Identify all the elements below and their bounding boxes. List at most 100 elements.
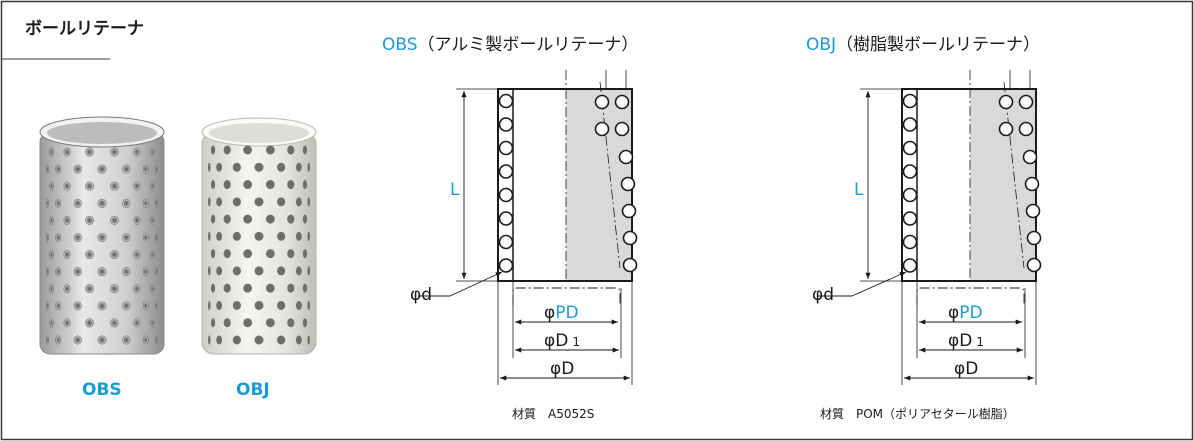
retainer-hole xyxy=(142,267,149,277)
retainer-hole xyxy=(46,198,49,208)
cross-section-ball xyxy=(902,140,918,156)
retainer-hole xyxy=(232,197,241,207)
retainer-hole xyxy=(302,249,308,259)
retainer-hole xyxy=(63,215,71,225)
retainer-hole xyxy=(216,266,223,276)
cross-section-ball xyxy=(594,121,610,137)
retainer-hole xyxy=(295,300,302,310)
photo-obj xyxy=(201,117,317,355)
retainer-hole xyxy=(97,335,107,345)
retainer-hole xyxy=(142,335,149,345)
retainer-hole xyxy=(122,301,131,311)
retainer-hole xyxy=(287,318,295,328)
retainer-hole xyxy=(265,283,275,293)
cross-section-ball xyxy=(1026,257,1042,273)
retainer-hole xyxy=(295,231,302,241)
retainer-hole xyxy=(295,197,302,207)
retainer-hole xyxy=(277,300,286,310)
retainer-hole xyxy=(223,318,231,328)
obj-ball-diameter-symbol: d xyxy=(823,285,834,305)
retainer-hole xyxy=(254,231,264,241)
obs-d1-sub: 1 xyxy=(572,335,580,349)
cross-section-ball xyxy=(1026,230,1042,246)
cross-section-ball xyxy=(902,187,918,203)
retainer-hole xyxy=(277,266,286,276)
retainer-hole xyxy=(63,181,71,191)
obs-d1-phi: φ xyxy=(544,331,555,351)
cross-section-ball xyxy=(902,93,918,109)
cross-section-ball xyxy=(1022,149,1038,165)
retainer-hole xyxy=(150,215,155,225)
retainer-hole xyxy=(85,181,94,191)
obj-heading-code: OBJ xyxy=(806,35,837,55)
retainer-hole xyxy=(243,214,253,224)
retainer-hole xyxy=(208,197,211,207)
retainer-hole xyxy=(85,318,94,328)
retainer-hole xyxy=(223,180,231,190)
retainer-hole xyxy=(243,180,253,190)
obj-length-label: L xyxy=(854,180,864,200)
retainer-hole xyxy=(63,318,71,328)
retainer-hole xyxy=(49,250,54,260)
obj-d1-phi: φ xyxy=(948,331,959,351)
retainer-hole xyxy=(287,145,295,155)
retainer-hole xyxy=(97,232,107,242)
retainer-hole xyxy=(97,301,107,311)
retainer-hole xyxy=(210,283,216,293)
cross-section-ball xyxy=(614,94,630,110)
retainer-hole xyxy=(155,335,158,345)
retainer-hole xyxy=(210,318,216,328)
obs-ball-diameter-symbol: d xyxy=(421,285,432,305)
obs-d-symbol: D xyxy=(561,359,574,379)
obj-outer-diameter-label: φD xyxy=(954,359,978,379)
retainer-hole xyxy=(287,180,295,190)
cross-section-ball xyxy=(498,164,514,179)
retainer-hole xyxy=(232,231,241,241)
retainer-hole xyxy=(265,249,275,259)
retainer-hole xyxy=(142,198,149,208)
retainer-hole xyxy=(63,250,71,260)
cross-section-ball xyxy=(998,94,1014,110)
retainer-hole xyxy=(232,335,241,345)
retainer-hole xyxy=(155,267,158,277)
retainer-hole xyxy=(216,231,223,241)
retainer-hole xyxy=(155,164,158,174)
retainer-hole xyxy=(55,198,62,208)
retainer-hole xyxy=(223,249,231,259)
obs-photo-label: OBS xyxy=(82,380,122,400)
cross-section-ball xyxy=(1018,121,1034,137)
retainer-hole xyxy=(210,180,216,190)
obs-d1-symbol: D xyxy=(555,331,568,351)
cross-section-ball xyxy=(618,149,634,165)
retainer-hole xyxy=(73,164,82,174)
retainer-hole xyxy=(150,181,155,191)
cross-section-ball xyxy=(621,203,637,219)
retainer-hole xyxy=(46,301,49,311)
retainer-hole xyxy=(208,266,211,276)
retainer-hole xyxy=(307,231,310,241)
retainer-hole xyxy=(265,318,275,328)
retainer-hole xyxy=(73,267,82,277)
retainer-hole xyxy=(110,284,119,294)
retainer-hole xyxy=(302,214,308,224)
cross-section-ball xyxy=(902,117,918,132)
retainer-hole xyxy=(307,335,310,345)
retainer-hole xyxy=(122,232,131,242)
retainer-hole xyxy=(63,284,71,294)
cross-section-ball xyxy=(622,257,638,273)
retainer-hole xyxy=(73,335,82,345)
obj-heading-suffix: （樹脂製ボールリテーナ） xyxy=(836,35,1041,55)
obs-heading: OBS（アルミ製ボールリテーナ） xyxy=(382,30,638,55)
cross-section-ball xyxy=(1024,176,1040,192)
retainer-hole xyxy=(254,266,264,276)
retainer-hole xyxy=(254,197,264,207)
cross-section-ball xyxy=(1025,203,1041,219)
retainer-hole xyxy=(302,180,308,190)
retainer-hole xyxy=(49,147,54,157)
retainer-hole xyxy=(150,284,155,294)
retainer-hole xyxy=(208,231,211,241)
